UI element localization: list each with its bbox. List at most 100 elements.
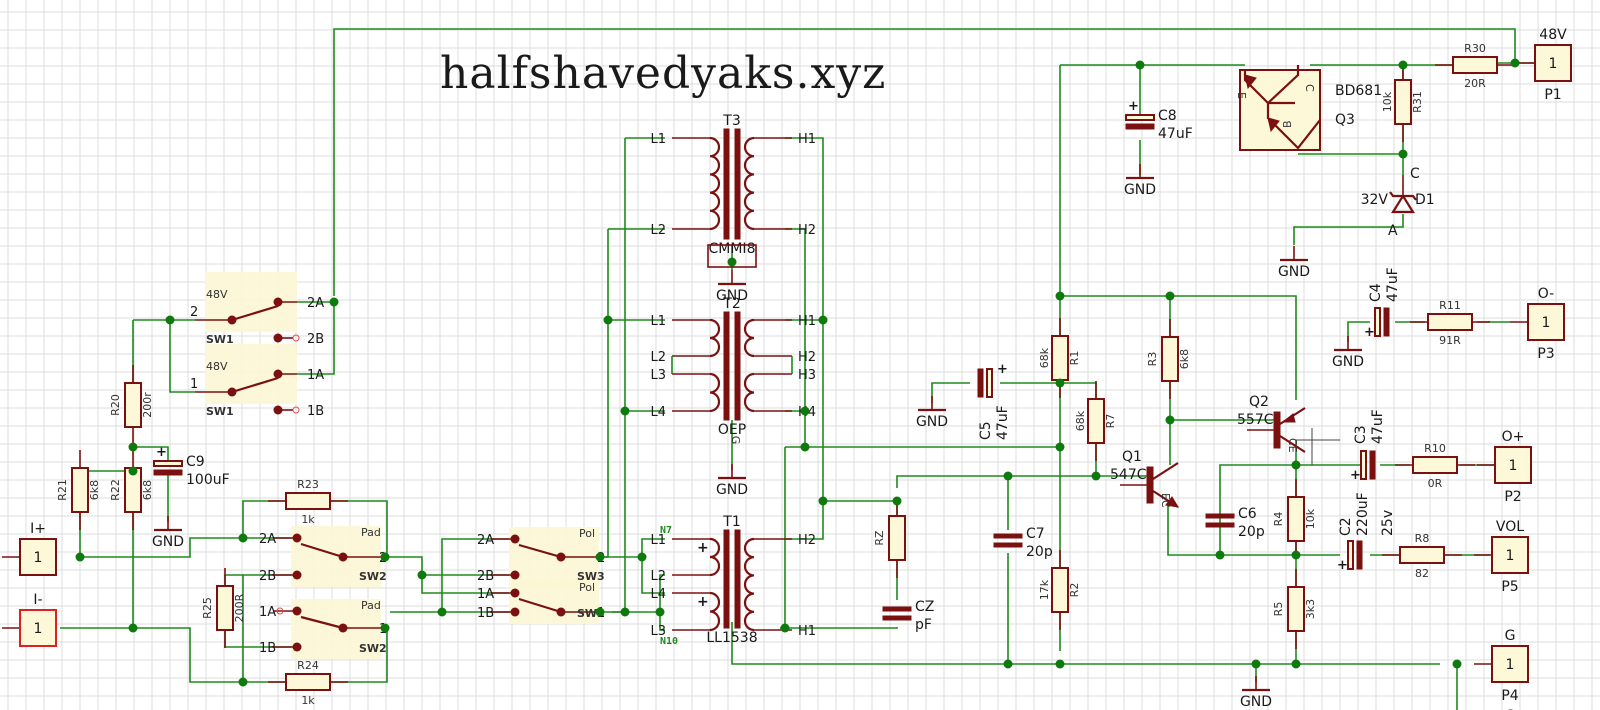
wire-junction bbox=[238, 533, 248, 543]
wire-cz-bot[interactable] bbox=[780, 627, 898, 629]
resistor-value: 3k3 bbox=[1304, 599, 1317, 619]
resistor-ref: R5 bbox=[1272, 602, 1285, 617]
wire-junction bbox=[1510, 58, 1520, 68]
transformer-t2[interactable]: T2OEPL1L2L3L4H1H2H3H4G bbox=[650, 296, 816, 444]
wire-c9[interactable] bbox=[133, 446, 169, 462]
switch-sw3-pole-1[interactable]: PolSW31A1B1 bbox=[477, 581, 605, 624]
wire-iminus[interactable] bbox=[60, 627, 285, 683]
wire-sw1-1[interactable] bbox=[169, 320, 195, 393]
wire-48v-rail[interactable] bbox=[333, 28, 1516, 296]
wire-r24-right[interactable] bbox=[330, 628, 388, 683]
wire-q2-emitter[interactable] bbox=[1060, 295, 1297, 400]
capacitor-ref: C2 bbox=[1338, 517, 1354, 536]
wire-sw3-2a[interactable] bbox=[441, 538, 515, 612]
switch-sw2-pole-2[interactable]: PadSW22A2B2 bbox=[259, 526, 387, 587]
resistor-rz[interactable]: RZ bbox=[873, 498, 906, 578]
port-iplus[interactable]: 1I+ bbox=[2, 521, 57, 576]
polarity-plus: + bbox=[697, 594, 709, 610]
wire-r23-right[interactable] bbox=[330, 500, 388, 557]
wire-t1-h2[interactable] bbox=[785, 501, 824, 540]
wire-junction bbox=[637, 552, 647, 562]
capacitor-value: 47uF bbox=[1370, 409, 1386, 444]
ground-label: GND bbox=[1124, 182, 1156, 198]
wire-junction bbox=[128, 442, 138, 452]
wire-junction bbox=[380, 552, 390, 562]
wire-junction bbox=[603, 315, 613, 325]
wire-ground-bus[interactable] bbox=[731, 622, 1440, 665]
port-net-label: VOL bbox=[1496, 519, 1524, 535]
switch-sw2-pole-1[interactable]: PadSW21A1B1 bbox=[259, 599, 387, 659]
port-p2[interactable]: 1O+P2 bbox=[1477, 429, 1532, 505]
wire-t1-l1[interactable] bbox=[600, 538, 665, 558]
resistor-ref: R25 bbox=[201, 597, 214, 619]
port-p4[interactable]: 1GP4G bbox=[1474, 628, 1529, 710]
wire-junction bbox=[1055, 659, 1065, 669]
transformer-value: LL1538 bbox=[706, 630, 757, 646]
polarity-plus: + bbox=[697, 540, 709, 556]
wire-sw3-2b[interactable] bbox=[385, 556, 515, 576]
wire-junction bbox=[1398, 60, 1408, 70]
pin-label: H2 bbox=[798, 350, 816, 365]
resistor-ref: R10 bbox=[1424, 442, 1446, 455]
pin-label: H1 bbox=[798, 314, 816, 329]
wire-sw1-1a[interactable] bbox=[297, 302, 335, 375]
switch-sw3-pole-2[interactable]: PolSW32A2B2 bbox=[477, 527, 605, 587]
resistor-ref: R21 bbox=[56, 479, 69, 501]
port-iminus[interactable]: 1I- bbox=[2, 592, 57, 647]
wire-t1-l2[interactable] bbox=[600, 574, 665, 613]
resistor-ref: R31 bbox=[1411, 91, 1424, 113]
pin-label: L3 bbox=[650, 624, 666, 639]
port-p3[interactable]: 1O-P3 bbox=[1510, 286, 1565, 362]
wire-t1-l4[interactable] bbox=[641, 557, 665, 594]
wire-c6[interactable] bbox=[1219, 464, 1365, 530]
wire-t1-l3[interactable] bbox=[659, 612, 665, 631]
capacitor-value: 220uF bbox=[1355, 492, 1371, 536]
wire-q1-base[interactable] bbox=[896, 475, 1150, 488]
wire-t3-l1[interactable] bbox=[612, 138, 626, 613]
wire-c4-gnd[interactable] bbox=[1347, 321, 1370, 342]
wire-d1-gnd[interactable] bbox=[1293, 214, 1404, 245]
wire-sw2-2b[interactable] bbox=[242, 574, 297, 682]
wire-c5-gnd[interactable] bbox=[931, 382, 970, 403]
resistor-ref: R30 bbox=[1464, 42, 1486, 55]
wire-q1-emitter[interactable] bbox=[1167, 503, 1296, 556]
wire-sw3-1a[interactable] bbox=[421, 575, 515, 594]
resistor-r5[interactable]: R5 3k3 bbox=[1272, 569, 1317, 649]
wire-t3-h1[interactable] bbox=[785, 137, 824, 501]
